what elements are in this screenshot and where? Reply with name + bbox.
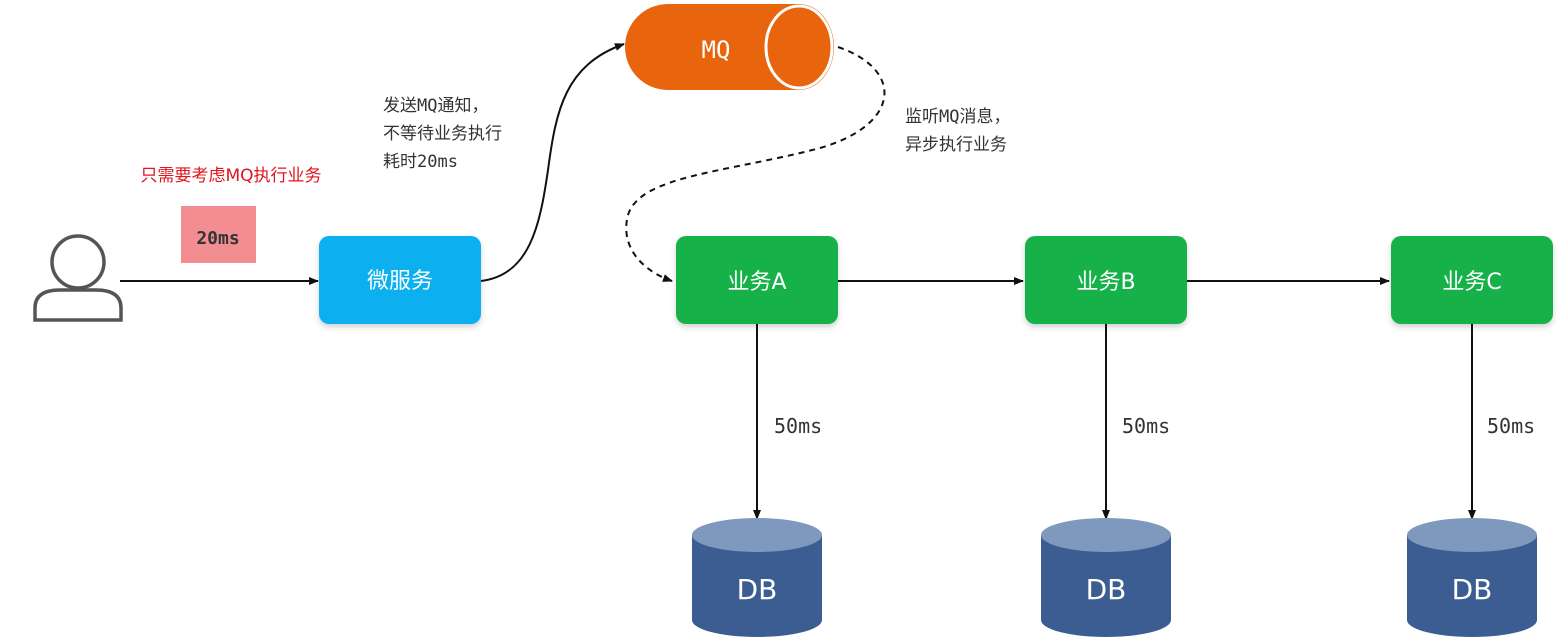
note-send: 发送MQ通知， 不等待业务执行 耗时20ms xyxy=(383,96,502,172)
note-listen-line2: 异步执行业务 xyxy=(905,135,1007,155)
edge-mq-to-service-a xyxy=(625,46,886,282)
latency-badge-box xyxy=(181,206,256,263)
db-b-icon: DB xyxy=(1041,518,1171,637)
service-a-node: 业务A xyxy=(676,236,838,324)
latency-badge: 20ms xyxy=(196,228,239,249)
service-b-node: 业务B xyxy=(1025,236,1187,324)
note-listen-line1: 监听MQ消息， xyxy=(905,107,1010,127)
db-c-label: DB xyxy=(1452,573,1493,606)
service-b-label: 业务B xyxy=(1076,270,1135,295)
note-send-line3: 耗时20ms xyxy=(383,152,458,172)
note-listen: 监听MQ消息， 异步执行业务 xyxy=(905,107,1010,155)
db-a-icon: DB xyxy=(692,518,822,637)
mq-label: MQ xyxy=(702,36,731,64)
db-c-icon: DB xyxy=(1407,518,1537,637)
note-only-mq: 只需要考虑MQ执行业务 xyxy=(140,166,321,186)
service-a-label: 业务A xyxy=(727,270,786,295)
note-send-line2: 不等待业务执行 xyxy=(383,124,502,144)
note-send-line1: 发送MQ通知， xyxy=(383,96,488,116)
user-icon xyxy=(33,234,123,322)
microservice-label: 微服务 xyxy=(367,269,433,294)
db-a-label: DB xyxy=(737,573,778,606)
edge-microservice-to-mq xyxy=(480,43,625,282)
service-c-node: 业务C xyxy=(1391,236,1553,324)
service-a-latency: 50ms xyxy=(774,414,822,438)
mq-queue-node: MQ xyxy=(625,4,834,90)
db-b-label: DB xyxy=(1086,573,1127,606)
service-c-label: 业务C xyxy=(1442,270,1501,295)
service-c-latency: 50ms xyxy=(1487,414,1535,438)
service-b-latency: 50ms xyxy=(1122,414,1170,438)
microservice-node: 微服务 xyxy=(319,236,481,324)
